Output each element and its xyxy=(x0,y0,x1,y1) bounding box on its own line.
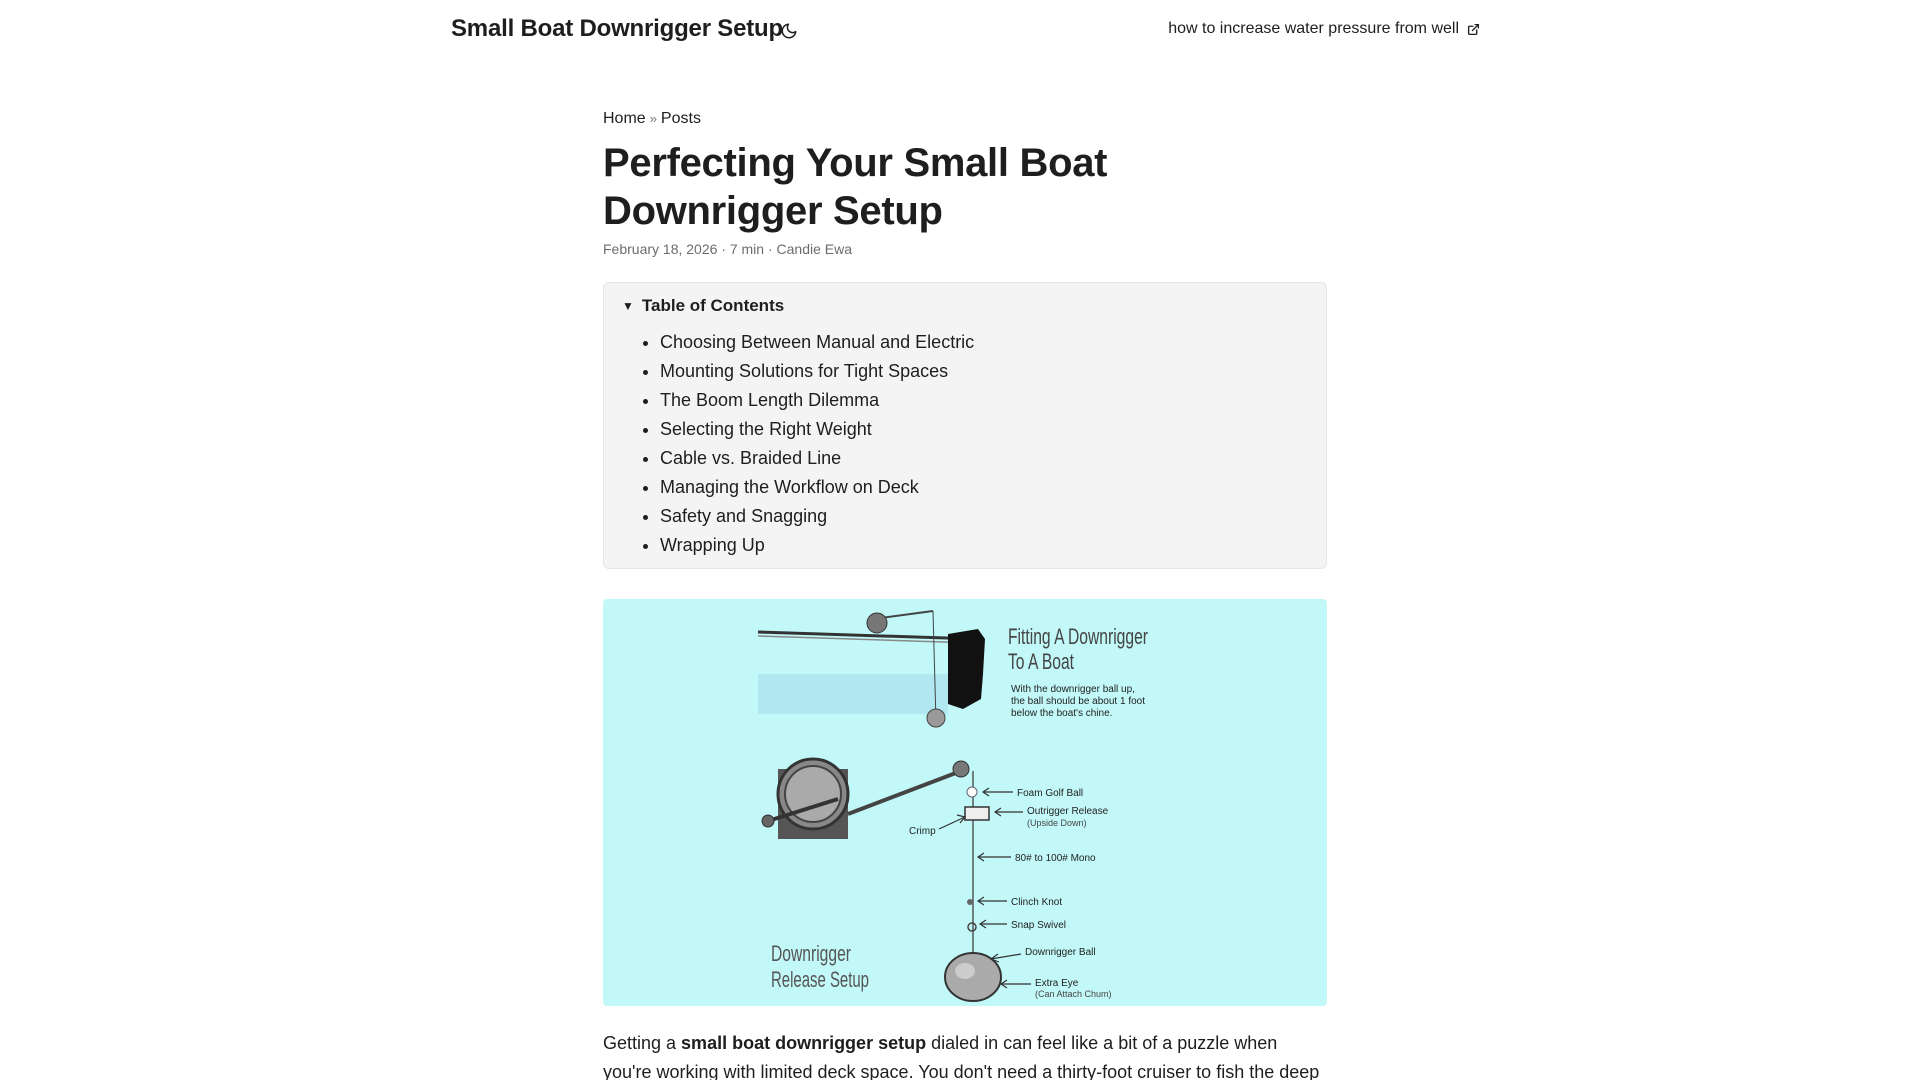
cover-top-title-2: To A Boat xyxy=(1008,649,1074,674)
cover-label-clinch-knot: Clinch Knot xyxy=(1011,897,1062,908)
toc-toggle[interactable]: ▼ Table of Contents xyxy=(622,294,1308,318)
cover-top-note-1: With the downrigger ball up, xyxy=(1011,684,1135,695)
cover-label-extra-eye-sub: (Can Attach Chum) xyxy=(1035,989,1112,999)
toc-link[interactable]: Selecting the Right Weight xyxy=(660,419,872,439)
external-nav-link-label: how to increase water pressure from well xyxy=(1168,20,1459,37)
intro-text-after: dialed in can feel like a bit of a puzzl… xyxy=(603,1033,1320,1080)
theme-toggle-button[interactable] xyxy=(776,18,802,44)
site-header: Small Boat Downrigger Setup how to incre… xyxy=(0,0,1920,60)
cover-label-foam-golf-ball: Foam Golf Ball xyxy=(1017,788,1083,799)
cover-label-mono: 80# to 100# Mono xyxy=(1015,853,1096,864)
site-title-link[interactable]: Small Boat Downrigger Setup xyxy=(451,15,783,42)
cover-label-outrigger-release-sub: (Upside Down) xyxy=(1027,818,1087,828)
toc-link[interactable]: Managing the Workflow on Deck xyxy=(660,477,919,497)
toc-title: Table of Contents xyxy=(641,296,785,315)
post-main: Home»Posts Perfecting Your Small Boat Do… xyxy=(603,110,1327,1080)
toc-item: The Boom Length Dilemma xyxy=(660,386,1308,415)
cover-label-downrigger-ball: Downrigger Ball xyxy=(1025,947,1096,958)
toc-item: Selecting the Right Weight xyxy=(660,415,1308,444)
toc-link[interactable]: Safety and Snagging xyxy=(660,506,828,526)
post-meta: February 18, 2026 · 7 min · Candie Ewa xyxy=(603,241,853,257)
toc-item: Wrapping Up xyxy=(660,531,1308,560)
toc-link[interactable]: Mounting Solutions for Tight Spaces xyxy=(660,361,949,381)
breadcrumb-home[interactable]: Home xyxy=(603,110,646,127)
cover-image: Fitting A Downrigger To A Boat With the … xyxy=(603,599,1327,1006)
breadcrumb-separator: » xyxy=(649,111,657,126)
toc-link[interactable]: Choosing Between Manual and Electric xyxy=(660,332,975,352)
cover-top-note-3: below the boat's chine. xyxy=(1011,708,1112,719)
triangle-down-icon: ▼ xyxy=(622,299,634,313)
cover-top-title-1: Fitting A Downrigger xyxy=(1008,624,1148,649)
external-link-icon xyxy=(1467,23,1480,35)
cover-label-extra-eye: Extra Eye xyxy=(1035,978,1079,989)
toc-item: Safety and Snagging xyxy=(660,502,1308,531)
cover-bottom-title-1: Downrigger xyxy=(771,941,851,966)
intro-text-before: Getting a xyxy=(603,1033,682,1053)
toc-item: Cable vs. Braided Line xyxy=(660,444,1308,473)
external-nav-link[interactable]: how to increase water pressure from well xyxy=(1168,20,1480,38)
breadcrumb-posts[interactable]: Posts xyxy=(660,110,701,127)
cover-label-snap-swivel: Snap Swivel xyxy=(1011,920,1066,931)
cover-label-outrigger-release: Outrigger Release xyxy=(1027,806,1109,817)
toc-item: Mounting Solutions for Tight Spaces xyxy=(660,357,1308,386)
breadcrumb: Home»Posts xyxy=(603,110,1327,132)
table-of-contents: ▼ Table of Contents Choosing Between Man… xyxy=(603,282,1327,569)
cover-top-note-2: the ball should be about 1 foot xyxy=(1011,696,1145,707)
toc-list: Choosing Between Manual and Electric Mou… xyxy=(622,328,1308,560)
toc-link[interactable]: The Boom Length Dilemma xyxy=(660,390,880,410)
toc-link[interactable]: Cable vs. Braided Line xyxy=(660,448,842,468)
cover-bottom-title-2: Release Setup xyxy=(771,967,869,992)
intro-keyword: small boat downrigger setup xyxy=(681,1033,927,1053)
toc-item: Choosing Between Manual and Electric xyxy=(660,328,1308,357)
moon-icon xyxy=(781,23,797,39)
cover-label-crimp: Crimp xyxy=(909,826,936,837)
post-title: Perfecting Your Small Boat Downrigger Se… xyxy=(603,141,1108,233)
toc-item: Managing the Workflow on Deck xyxy=(660,473,1308,502)
post-intro-paragraph: Getting a small boat downrigger setup di… xyxy=(603,1029,1327,1080)
toc-link[interactable]: Wrapping Up xyxy=(660,535,765,555)
